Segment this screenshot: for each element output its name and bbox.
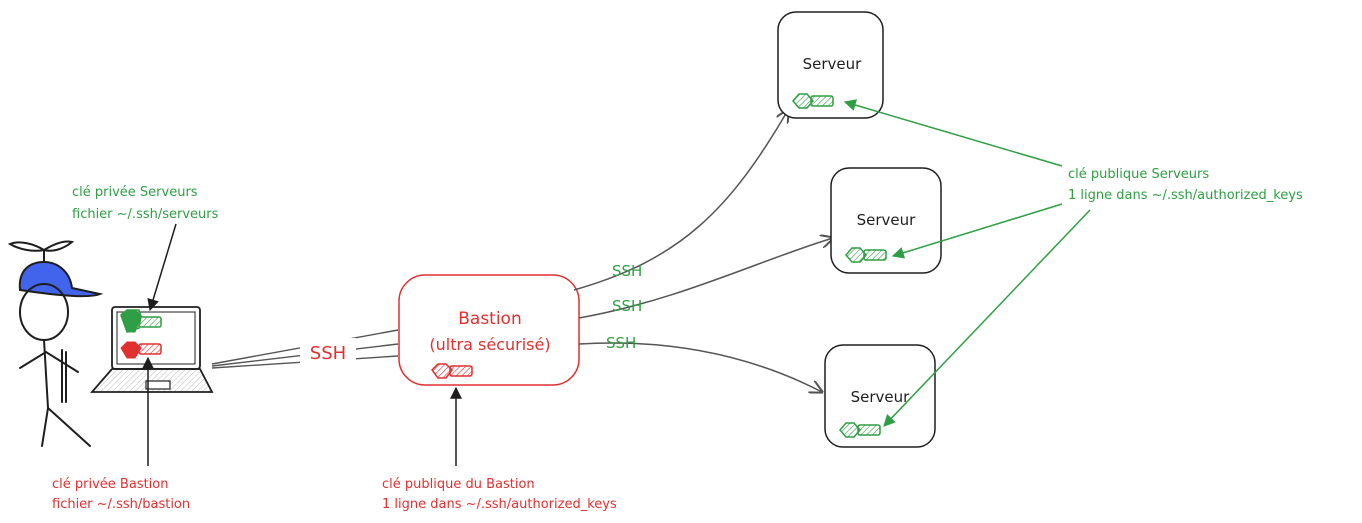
ssh-bastion-to-server-3 — [578, 342, 822, 392]
ssh-label-server-1: SSH — [612, 262, 642, 280]
server-label: Serveur — [803, 55, 863, 73]
key-icon — [120, 309, 162, 333]
server-label: Serveur — [857, 211, 917, 229]
private-bastion-label-line2: fichier ~/.ssh/bastion — [52, 497, 190, 512]
bastion-title: Bastion — [458, 309, 522, 329]
key-icon — [839, 422, 881, 438]
arrow-servers-pub-3 — [883, 209, 1091, 427]
server-box-2[interactable]: Serveur — [830, 167, 942, 274]
private-bastion-label-line1: clé privée Bastion — [52, 477, 168, 492]
key-icon — [431, 363, 473, 379]
ssh-bastion-to-server-2 — [578, 238, 833, 319]
bastion-pub-label-line2: 1 ligne dans ~/.ssh/authorized_keys — [382, 497, 617, 512]
server-label: Serveur — [851, 388, 911, 406]
ssh-label-server-2: SSH — [612, 297, 642, 315]
ssh-bastion-to-server-1 — [573, 110, 788, 291]
arrow-private-servers — [147, 223, 177, 312]
ssh-label-server-3: SSH — [606, 334, 636, 352]
ssh-label-bg — [300, 338, 356, 364]
ssh-label-laptop: SSH — [310, 343, 346, 364]
arrow-servers-pub-2 — [891, 203, 1063, 259]
private-servers-label-line2: fichier ~/.ssh/serveurs — [72, 207, 219, 222]
server-box-1[interactable]: Serveur — [777, 11, 884, 119]
server-box-3[interactable]: Serveur — [824, 344, 936, 448]
bastion-subtitle: (ultra sécurisé) — [429, 335, 550, 354]
servers-pub-label-line2: 1 ligne dans ~/.ssh/authorized_keys — [1068, 188, 1303, 203]
key-icon — [120, 341, 162, 359]
private-servers-label-line1: clé privée Serveurs — [72, 185, 198, 200]
user-stick-figure-icon — [7, 240, 104, 447]
key-icon — [792, 93, 834, 109]
bastion-pub-label-line1: clé publique du Bastion — [382, 477, 535, 492]
servers-pub-label-line1: clé publique Serveurs — [1068, 167, 1209, 182]
arrow-servers-pub-1 — [843, 99, 1063, 167]
key-icon — [845, 247, 887, 263]
bastion-box[interactable] — [398, 274, 580, 386]
